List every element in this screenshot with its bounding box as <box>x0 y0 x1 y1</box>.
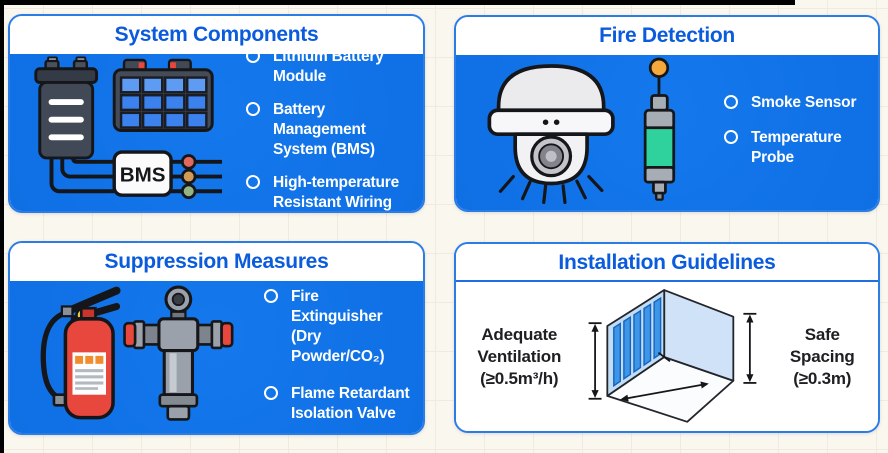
list-item: Smoke Sensor <box>724 93 870 113</box>
panel-title: Suppression Measures <box>104 250 329 273</box>
list-item: Flame Retardant Isolation Valve <box>264 384 413 424</box>
list-item: Temperature Probe <box>724 128 870 168</box>
panel-suppression-measures: Suppression Measures <box>8 241 425 435</box>
list-item-label: Lithium Battery Module <box>273 47 384 85</box>
fire-detection-icon <box>487 57 676 205</box>
battery-module-icon <box>112 58 214 132</box>
bullet-circle-icon <box>264 385 278 400</box>
spacing-dimension-arrow-icon <box>742 312 756 384</box>
left-black-bar <box>0 0 4 453</box>
bullet-list: Smoke Sensor Temperature Probe <box>724 93 870 168</box>
panel-installation-guidelines: Installation Guidelines Adequate Ventila… <box>454 242 880 433</box>
panel-header: Suppression Measures <box>10 243 423 281</box>
list-item: High-temperature Resistant Wiring <box>246 173 413 212</box>
bullet-circle-icon <box>724 130 738 144</box>
smoke-detector-icon <box>487 64 615 205</box>
battery-cell-icon <box>34 56 99 160</box>
list-item-label: Smoke Sensor <box>751 94 857 111</box>
panel-header: System Components <box>10 16 423 54</box>
list-item: Lithium Battery Module <box>246 47 413 87</box>
panel-title: Fire Detection <box>599 24 735 47</box>
height-dimension-arrow-icon <box>588 321 602 400</box>
panel-header: Installation Guidelines <box>456 244 878 282</box>
panel-body: BMS Lithium Battery Module Battery Manag… <box>10 48 423 211</box>
panel-fire-detection: Fire Detection <box>454 15 880 212</box>
isolation-valve-icon <box>123 285 234 421</box>
panel-title: Installation Guidelines <box>558 251 776 274</box>
bullet-circle-icon <box>246 101 260 116</box>
panel-body: Fire Extinguisher (Dry Powder/CO₂) Flame… <box>10 281 423 433</box>
temperature-probe-icon <box>643 57 676 201</box>
list-item: Fire Extinguisher (Dry Powder/CO₂) <box>264 287 413 367</box>
battery-system-icon: BMS <box>34 56 223 199</box>
list-item-label: Battery Management System (BMS) <box>273 100 375 158</box>
floor-dimension-arrow-icon <box>619 351 709 402</box>
panel-title: System Components <box>114 23 319 46</box>
list-item-label: Flame Retardant Isolation Valve <box>291 384 410 422</box>
bullet-circle-icon <box>264 288 278 303</box>
list-item: Battery Management System (BMS) <box>246 100 413 160</box>
bms-label: BMS <box>120 163 166 186</box>
bullet-circle-icon <box>724 95 738 109</box>
ventilation-label: Adequate Ventilation (≥0.5m³/h) <box>477 324 562 388</box>
enclosure-diagram-icon <box>588 288 756 423</box>
bullet-list: Lithium Battery Module Battery Managemen… <box>246 47 413 212</box>
panel-system-components: System Components <box>8 14 425 213</box>
list-item-label: Temperature Probe <box>751 129 842 166</box>
vent-slats-icon <box>612 296 661 387</box>
suppression-equipment-icon <box>40 285 234 421</box>
spacing-label: Safe Spacing (≥0.3m) <box>789 324 855 388</box>
list-item-label: High-temperature Resistant Wiring <box>273 173 399 211</box>
fire-extinguisher-icon <box>40 286 121 420</box>
bullet-circle-icon <box>246 48 260 63</box>
top-black-bar <box>0 0 795 5</box>
bullet-list: Fire Extinguisher (Dry Powder/CO₂) Flame… <box>264 287 413 424</box>
detection-rays-icon <box>498 174 604 205</box>
bullet-circle-icon <box>246 174 260 189</box>
panel-body: Smoke Sensor Temperature Probe <box>456 55 878 210</box>
panel-header: Fire Detection <box>456 17 878 55</box>
list-item-label: Fire Extinguisher (Dry Powder/CO₂) <box>291 287 385 365</box>
bms-module-icon: BMS <box>49 150 223 199</box>
panel-body: Adequate Ventilation (≥0.5m³/h) <box>456 282 878 431</box>
